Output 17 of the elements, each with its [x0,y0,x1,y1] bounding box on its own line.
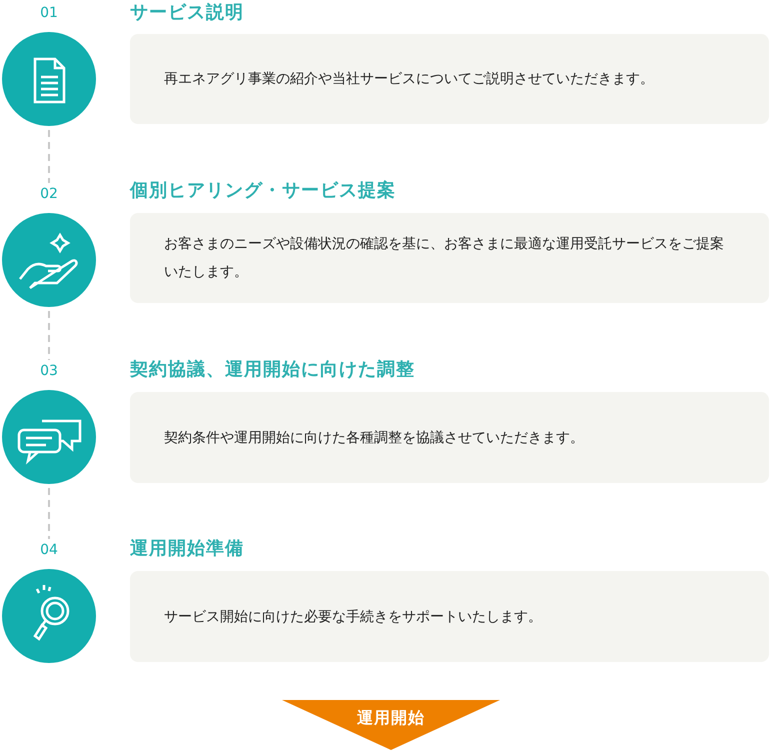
dashed-connector [48,488,50,539]
dashed-connector [48,130,50,183]
step-description: お客さまのニーズや設備状況の確認を基に、お客さまに最適な運用受託サービスをご提案いたします。 [164,235,725,282]
step-number: 01 [39,5,59,21]
dashed-connector [48,311,50,360]
banner-label: 運用開始 [356,708,426,729]
step-description: サービス開始に向けた必要な手続きをサポートいたします。 [164,608,542,626]
step-description: 再エネアグリ事業の紹介や当社サービスについてご説明させていただきます。 [164,70,654,89]
step-number: 02 [39,186,59,202]
step-number: 04 [39,542,59,558]
step-number: 03 [39,363,59,379]
step-description: 契約条件や運用開始に向けた各種調整を協議させていただきます。 [164,428,584,448]
step-heading: サービス説明 [130,1,245,25]
step-heading: 運用開始準備 [130,537,245,561]
down-arrow-banner [282,700,500,750]
step-heading: 個別ヒアリング・サービス提案 [130,179,397,203]
step-heading: 契約協議、運用開始に向けた調整 [130,358,416,382]
